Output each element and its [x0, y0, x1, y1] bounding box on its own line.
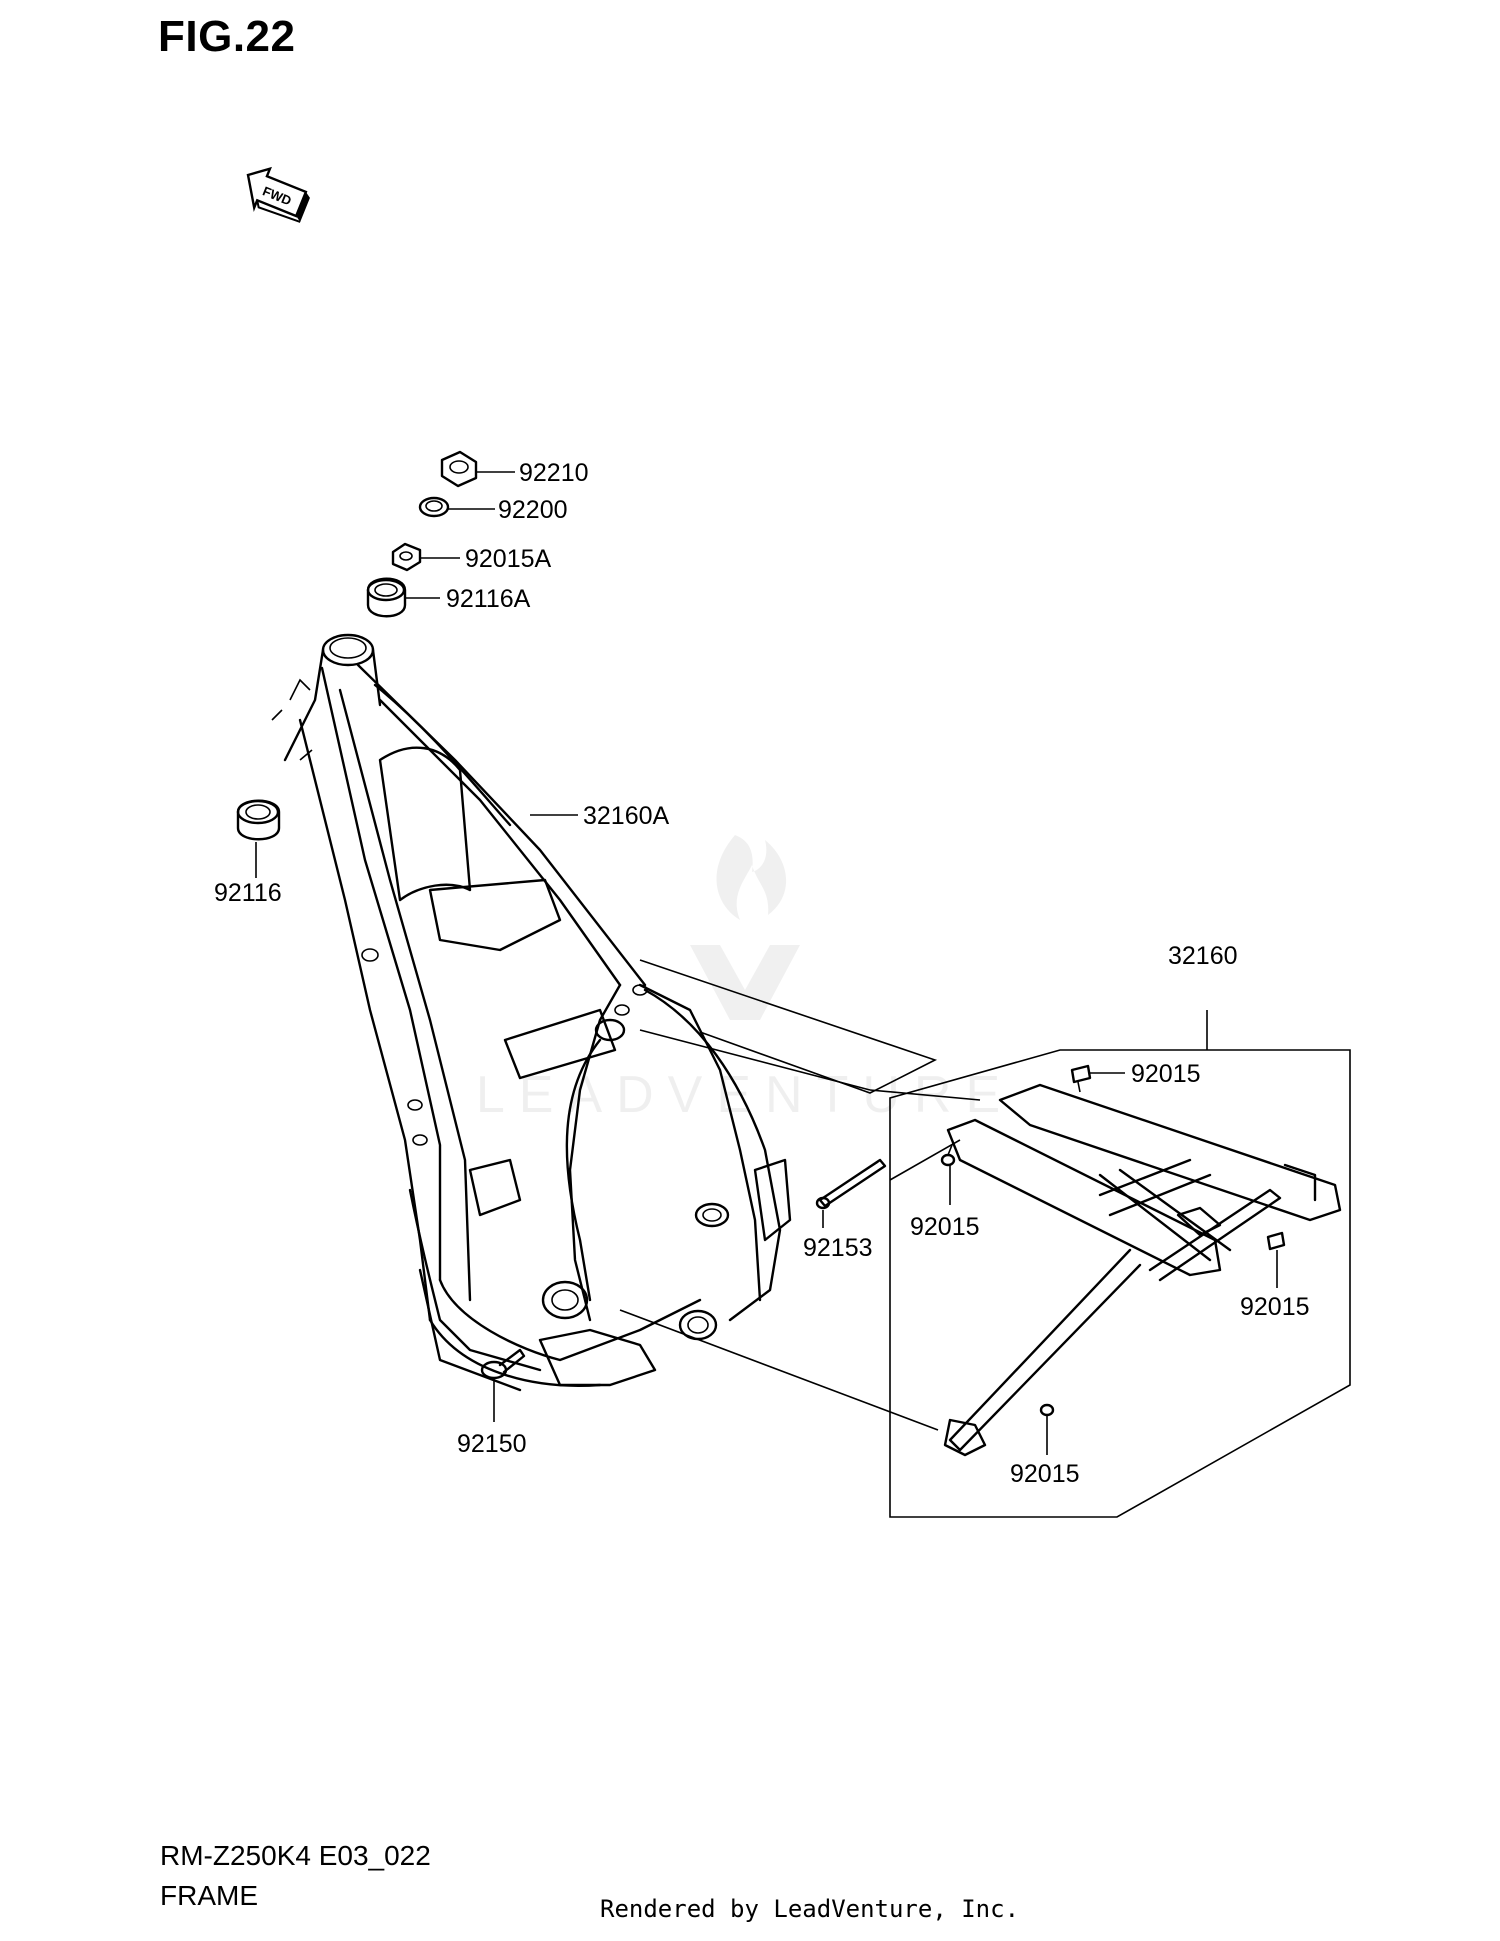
callout-92200: 92200: [498, 496, 568, 524]
reference-lines: [619, 959, 981, 1431]
bolt-92015-bottom: [1039, 1403, 1055, 1417]
figure-title: FIG.22: [158, 12, 296, 61]
callout-92015-right: 92015: [1240, 1293, 1310, 1321]
callout-92210: 92210: [519, 459, 589, 487]
leader-lines: [255, 471, 1278, 1455]
bolt-92015-top: [1070, 1064, 1092, 1093]
bearing-92116A: [366, 577, 407, 618]
model-code: RM-Z250K4 E03_022: [160, 1840, 431, 1871]
callout-92015-left: 92015: [910, 1213, 980, 1241]
callout-92116A: 92116A: [446, 585, 531, 613]
callout-92015A: 92015A: [465, 545, 552, 573]
rear-frame-32160: [940, 1064, 1342, 1457]
watermark: LEADVENTURE: [476, 835, 1014, 1124]
rear-frame-box: [889, 1010, 1351, 1518]
callout-32160A: 32160A: [583, 802, 670, 830]
render-credit: Rendered by LeadVenture, Inc.: [600, 1895, 1020, 1923]
flame-logo-icon: [716, 835, 787, 920]
bearing-92116: [236, 799, 281, 841]
nut-92210: [440, 450, 478, 488]
washer-92200: [418, 496, 450, 518]
callout-92015-bottom: 92015: [1010, 1460, 1080, 1488]
bolt-92015-right: [1266, 1231, 1286, 1251]
callout-92153: 92153: [803, 1234, 873, 1262]
main-frame-32160A: [271, 633, 792, 1392]
callout-92150: 92150: [457, 1430, 527, 1458]
callouts: 92210 92200 92015A 92116A 32160A 92116 3…: [214, 459, 1310, 1488]
callout-92116: 92116: [214, 879, 282, 907]
section-name: FRAME: [160, 1880, 258, 1911]
callout-92015-top: 92015: [1131, 1060, 1201, 1088]
bolt-92015-left: [940, 1144, 956, 1167]
callout-32160: 32160: [1168, 942, 1238, 970]
watermark-text: LEADVENTURE: [476, 1066, 1014, 1124]
fwd-badge: FWD: [246, 166, 310, 223]
bolt-92153: [815, 1158, 887, 1210]
nut-92015A: [391, 542, 422, 572]
